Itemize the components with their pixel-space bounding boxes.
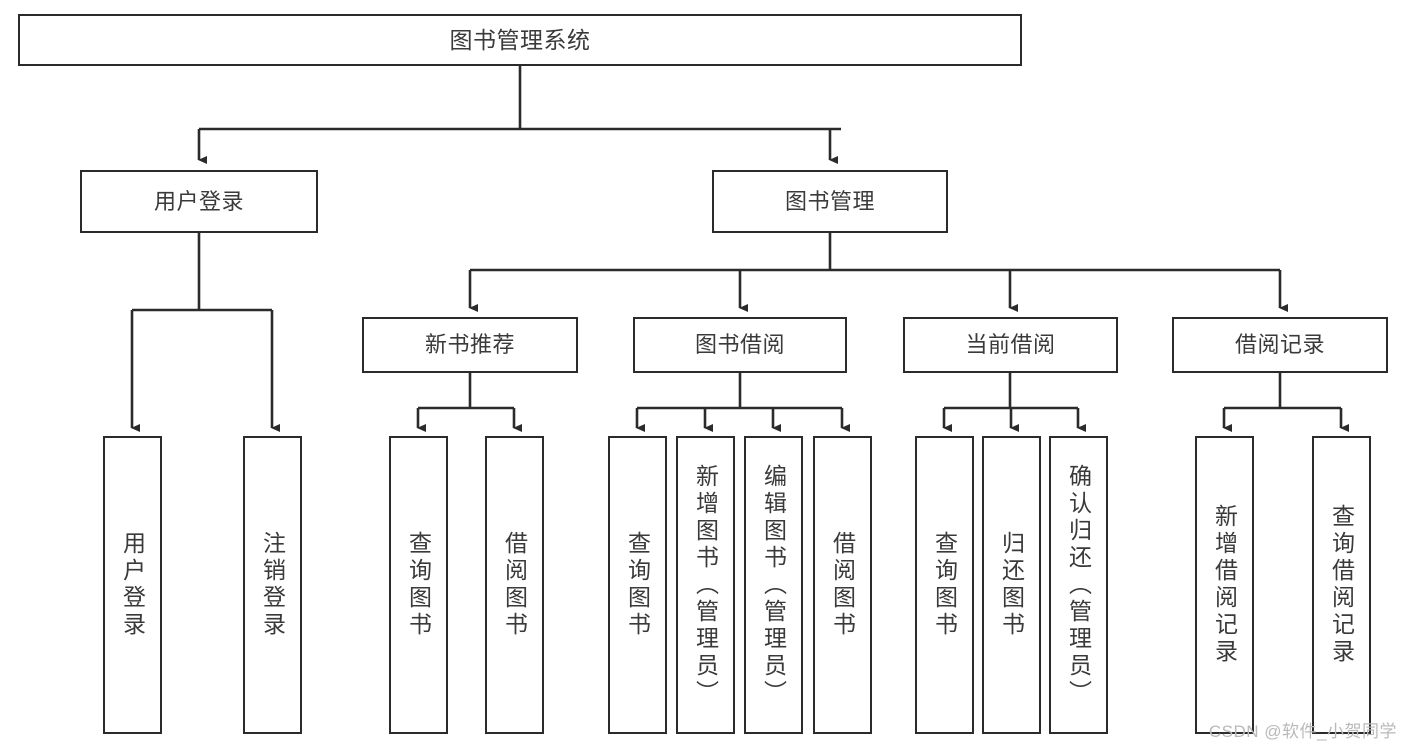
leaf-new-book-query[interactable]: 查询图书	[389, 436, 448, 734]
node-book-management[interactable]: 图书管理	[712, 170, 948, 233]
leaf-book-borrow-borrow-label: 借阅图书	[829, 531, 856, 639]
leaf-book-borrow-query[interactable]: 查询图书	[608, 436, 667, 734]
leaf-current-borrow-confirm-return-label: 确认归还（管理员）	[1065, 463, 1092, 707]
leaf-book-borrow-add[interactable]: 新增图书（管理员）	[676, 436, 735, 734]
node-user-login[interactable]: 用户登录	[80, 170, 318, 233]
leaf-borrow-records-add[interactable]: 新增借阅记录	[1195, 436, 1254, 734]
leaf-borrow-records-add-label: 新增借阅记录	[1211, 504, 1238, 666]
leaf-user-login-signin[interactable]: 用户登录	[103, 436, 162, 734]
node-book-management-label: 图书管理	[784, 188, 875, 214]
leaf-book-borrow-borrow[interactable]: 借阅图书	[813, 436, 872, 734]
csdn-watermark: CSDN @软件_小贺同学	[1208, 722, 1397, 741]
node-borrow-records[interactable]: 借阅记录	[1172, 317, 1388, 373]
leaf-book-borrow-add-label: 新增图书（管理员）	[692, 463, 719, 707]
node-new-book-recommend-label: 新书推荐	[424, 332, 515, 357]
leaf-book-borrow-query-label: 查询图书	[624, 531, 651, 639]
leaf-user-login-signin-label: 用户登录	[119, 531, 146, 639]
leaf-new-book-query-label: 查询图书	[405, 531, 432, 639]
leaf-current-borrow-query-label: 查询图书	[931, 531, 958, 639]
leaf-current-borrow-confirm-return[interactable]: 确认归还（管理员）	[1049, 436, 1108, 734]
node-current-borrow[interactable]: 当前借阅	[903, 317, 1118, 373]
leaf-new-book-borrow-label: 借阅图书	[501, 531, 528, 639]
node-new-book-recommend[interactable]: 新书推荐	[362, 317, 578, 373]
leaf-new-book-borrow[interactable]: 借阅图书	[485, 436, 544, 734]
leaf-current-borrow-return-label: 归还图书	[998, 531, 1025, 639]
leaf-book-borrow-edit-label: 编辑图书（管理员）	[760, 463, 787, 707]
node-root[interactable]: 图书管理系统	[18, 14, 1022, 66]
leaf-current-borrow-return[interactable]: 归还图书	[982, 436, 1041, 734]
node-book-borrow-label: 图书借阅	[694, 332, 785, 357]
leaf-book-borrow-edit[interactable]: 编辑图书（管理员）	[744, 436, 803, 734]
leaf-user-login-signout-label: 注销登录	[259, 531, 286, 639]
leaf-borrow-records-query[interactable]: 查询借阅记录	[1312, 436, 1371, 734]
node-current-borrow-label: 当前借阅	[965, 332, 1056, 357]
node-borrow-records-label: 借阅记录	[1234, 332, 1325, 357]
node-root-label: 图书管理系统	[449, 27, 591, 53]
leaf-current-borrow-query[interactable]: 查询图书	[915, 436, 974, 734]
leaf-user-login-signout[interactable]: 注销登录	[243, 436, 302, 734]
node-user-login-label: 用户登录	[153, 188, 244, 214]
node-book-borrow[interactable]: 图书借阅	[633, 317, 847, 373]
leaf-borrow-records-query-label: 查询借阅记录	[1328, 504, 1355, 666]
